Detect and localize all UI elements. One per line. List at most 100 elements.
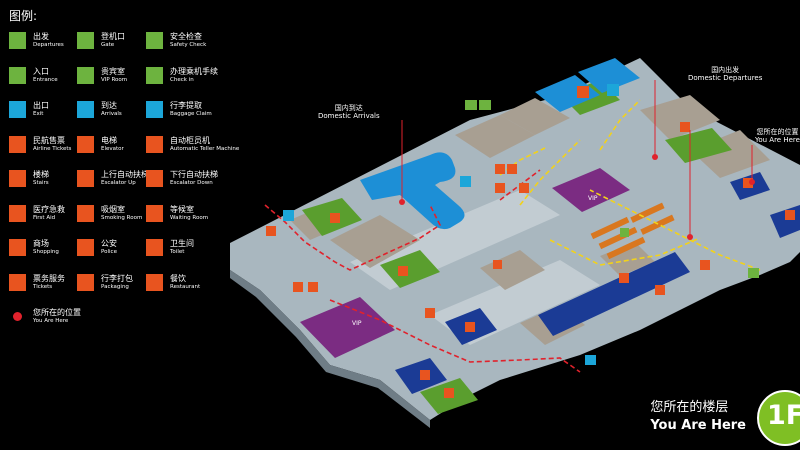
departure-path — [519, 139, 581, 206]
toilet-icon — [577, 86, 589, 98]
escalator-down-icon — [293, 282, 303, 292]
legend-label-en: Stairs — [33, 180, 49, 186]
legend-label-zh: 吸烟室 — [101, 204, 125, 214]
domestic-arrivals-label: 国内到达 Domestic Arrivals — [318, 104, 380, 121]
legend-label-en: Waiting Room — [170, 214, 209, 221]
entrance-icon — [9, 66, 26, 84]
room-tan — [640, 95, 720, 140]
escalator-icon — [743, 178, 753, 188]
airline-tickets-icon — [9, 135, 26, 153]
legend-label-en: Baggage Claim — [170, 111, 212, 117]
exit-icon — [283, 210, 294, 221]
elevator-icon — [700, 260, 710, 270]
vip-room-icon — [77, 66, 94, 84]
toilet-icon — [680, 122, 690, 132]
shopping-icon — [9, 239, 26, 256]
gate-icon — [77, 32, 94, 49]
floor-indicator-zh: 您所在的楼层 — [650, 400, 729, 415]
legend-label-zh: 自动柜员机 — [170, 135, 210, 145]
floor-indicator-text: 您所在的楼层 You Are Here — [650, 396, 746, 433]
legend-label-en: Check in — [170, 76, 194, 83]
safety-check-icon — [146, 32, 163, 49]
legend-label-en: Entrance — [33, 76, 58, 83]
room-green — [380, 250, 440, 288]
safety-check-icon — [620, 228, 629, 237]
legend-label-en: Arrivals — [101, 111, 122, 117]
floor-number: 1F — [767, 400, 800, 431]
legend-label-zh: 商场 — [33, 239, 49, 248]
legend-label-en: VIP Room — [101, 76, 128, 83]
legend-label-zh: 您所在的位置 — [33, 308, 81, 317]
legend-label-en: Packaging — [101, 283, 129, 290]
arrival-path — [329, 299, 581, 373]
legend-label-en: Tickets — [33, 283, 53, 290]
airline-tickets-icon — [420, 370, 430, 380]
stairs-icon — [266, 226, 276, 236]
legend-label-en: Shopping — [33, 249, 59, 255]
toilet-icon — [785, 210, 795, 220]
departure-path — [599, 99, 641, 151]
smoking-room-icon — [465, 322, 475, 332]
restaurant-icon — [425, 308, 435, 318]
toilet-icon — [495, 183, 505, 193]
toilet-icon — [398, 266, 408, 276]
legend-label-zh: 到达 — [101, 101, 117, 110]
legend-label-en: Airline Tickets — [33, 145, 72, 152]
floor-edge — [230, 270, 430, 428]
arrival-path — [264, 204, 442, 271]
shopping-icon — [655, 285, 665, 295]
room-lightblue — [360, 152, 465, 230]
legend-label-zh: 贵宾室 — [101, 66, 125, 76]
domestic-departures-label: 国内出发 Domestic Departures — [688, 66, 763, 83]
legend-label-zh: 民航售票 — [33, 135, 65, 145]
exit-icon — [585, 355, 596, 365]
legend-label-en: Safety Check — [170, 42, 207, 48]
callout-dot — [652, 154, 658, 160]
atm-icon — [607, 84, 619, 96]
baggage-claim-icon — [146, 101, 163, 118]
stairs-icon — [519, 183, 529, 193]
legend-label-en: Toilet — [170, 249, 185, 255]
legend-label-zh: 登机口 — [101, 32, 125, 41]
floor-badge: 1F — [757, 390, 800, 446]
map-icons — [266, 84, 795, 398]
legend-label-zh: 楼梯 — [33, 170, 49, 179]
arrivals-icon — [77, 101, 94, 118]
room-green — [665, 128, 732, 163]
tickets-icon — [9, 273, 26, 291]
toilet-icon — [146, 239, 163, 256]
floor-indicator-en: You Are Here — [650, 418, 746, 433]
legend-label-en: Elevator — [101, 145, 124, 152]
you-are-here-label: 您所在的位置 You Are Here — [755, 128, 800, 145]
first-aid-icon — [9, 204, 26, 222]
legend-label-zh: 下行自动扶梯 — [170, 170, 218, 179]
you-are-here-dot-icon — [9, 308, 26, 325]
departures-icon — [9, 32, 26, 49]
police-icon — [77, 239, 94, 256]
legend-label-en: You Are Here — [33, 318, 69, 324]
legend-label-en: Escalator Up — [101, 180, 136, 186]
baggage-claim-icon — [460, 176, 471, 187]
shopping-icon — [493, 260, 502, 269]
legend-label-zh: 安全检查 — [170, 32, 202, 41]
escalator-up-icon — [495, 164, 505, 174]
room-tan — [330, 215, 420, 268]
